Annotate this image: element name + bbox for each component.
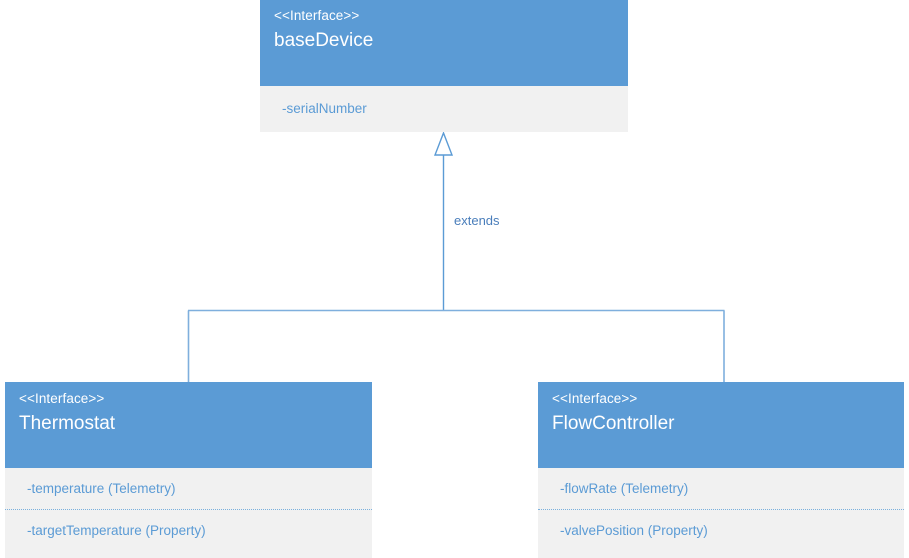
uml-class-body-thermostat: -temperature (Telemetry) -targetTemperat… [5, 468, 372, 558]
uml-class-body-basedevice: -serialNumber [260, 86, 628, 132]
uml-class-header-thermostat: <<Interface>> Thermostat [5, 382, 372, 468]
uml-attribute-targettemperature: -targetTemperature (Property) [5, 509, 372, 550]
uml-attribute-flowrate: -flowRate (Telemetry) [560, 481, 689, 496]
uml-class-flowcontroller[interactable]: <<Interface>> FlowController -flowRate (… [538, 382, 904, 558]
uml-class-thermostat[interactable]: <<Interface>> Thermostat -temperature (T… [5, 382, 372, 558]
uml-attribute-serialnumber: -serialNumber [282, 101, 367, 116]
uml-class-basedevice[interactable]: <<Interface>> baseDevice -serialNumber [260, 0, 628, 132]
generalization-arrowhead-icon [433, 131, 454, 156]
uml-class-name-basedevice: baseDevice [274, 30, 374, 51]
uml-class-header-flowcontroller: <<Interface>> FlowController [538, 382, 904, 468]
relationship-label-extends: extends [454, 213, 500, 228]
uml-attribute-temperature: -temperature (Telemetry) [27, 481, 176, 496]
uml-class-name-flowcontroller: FlowController [552, 413, 675, 434]
uml-class-header-basedevice: <<Interface>> baseDevice [260, 0, 628, 86]
uml-stereotype-basedevice: <<Interface>> [274, 8, 360, 23]
uml-class-name-thermostat: Thermostat [19, 413, 116, 434]
uml-stereotype-thermostat: <<Interface>> [19, 391, 105, 406]
uml-class-body-flowcontroller: -flowRate (Telemetry) -valvePosition (Pr… [538, 468, 904, 558]
uml-stereotype-flowcontroller: <<Interface>> [552, 391, 638, 406]
uml-attribute-valveposition: -valvePosition (Property) [538, 509, 904, 550]
